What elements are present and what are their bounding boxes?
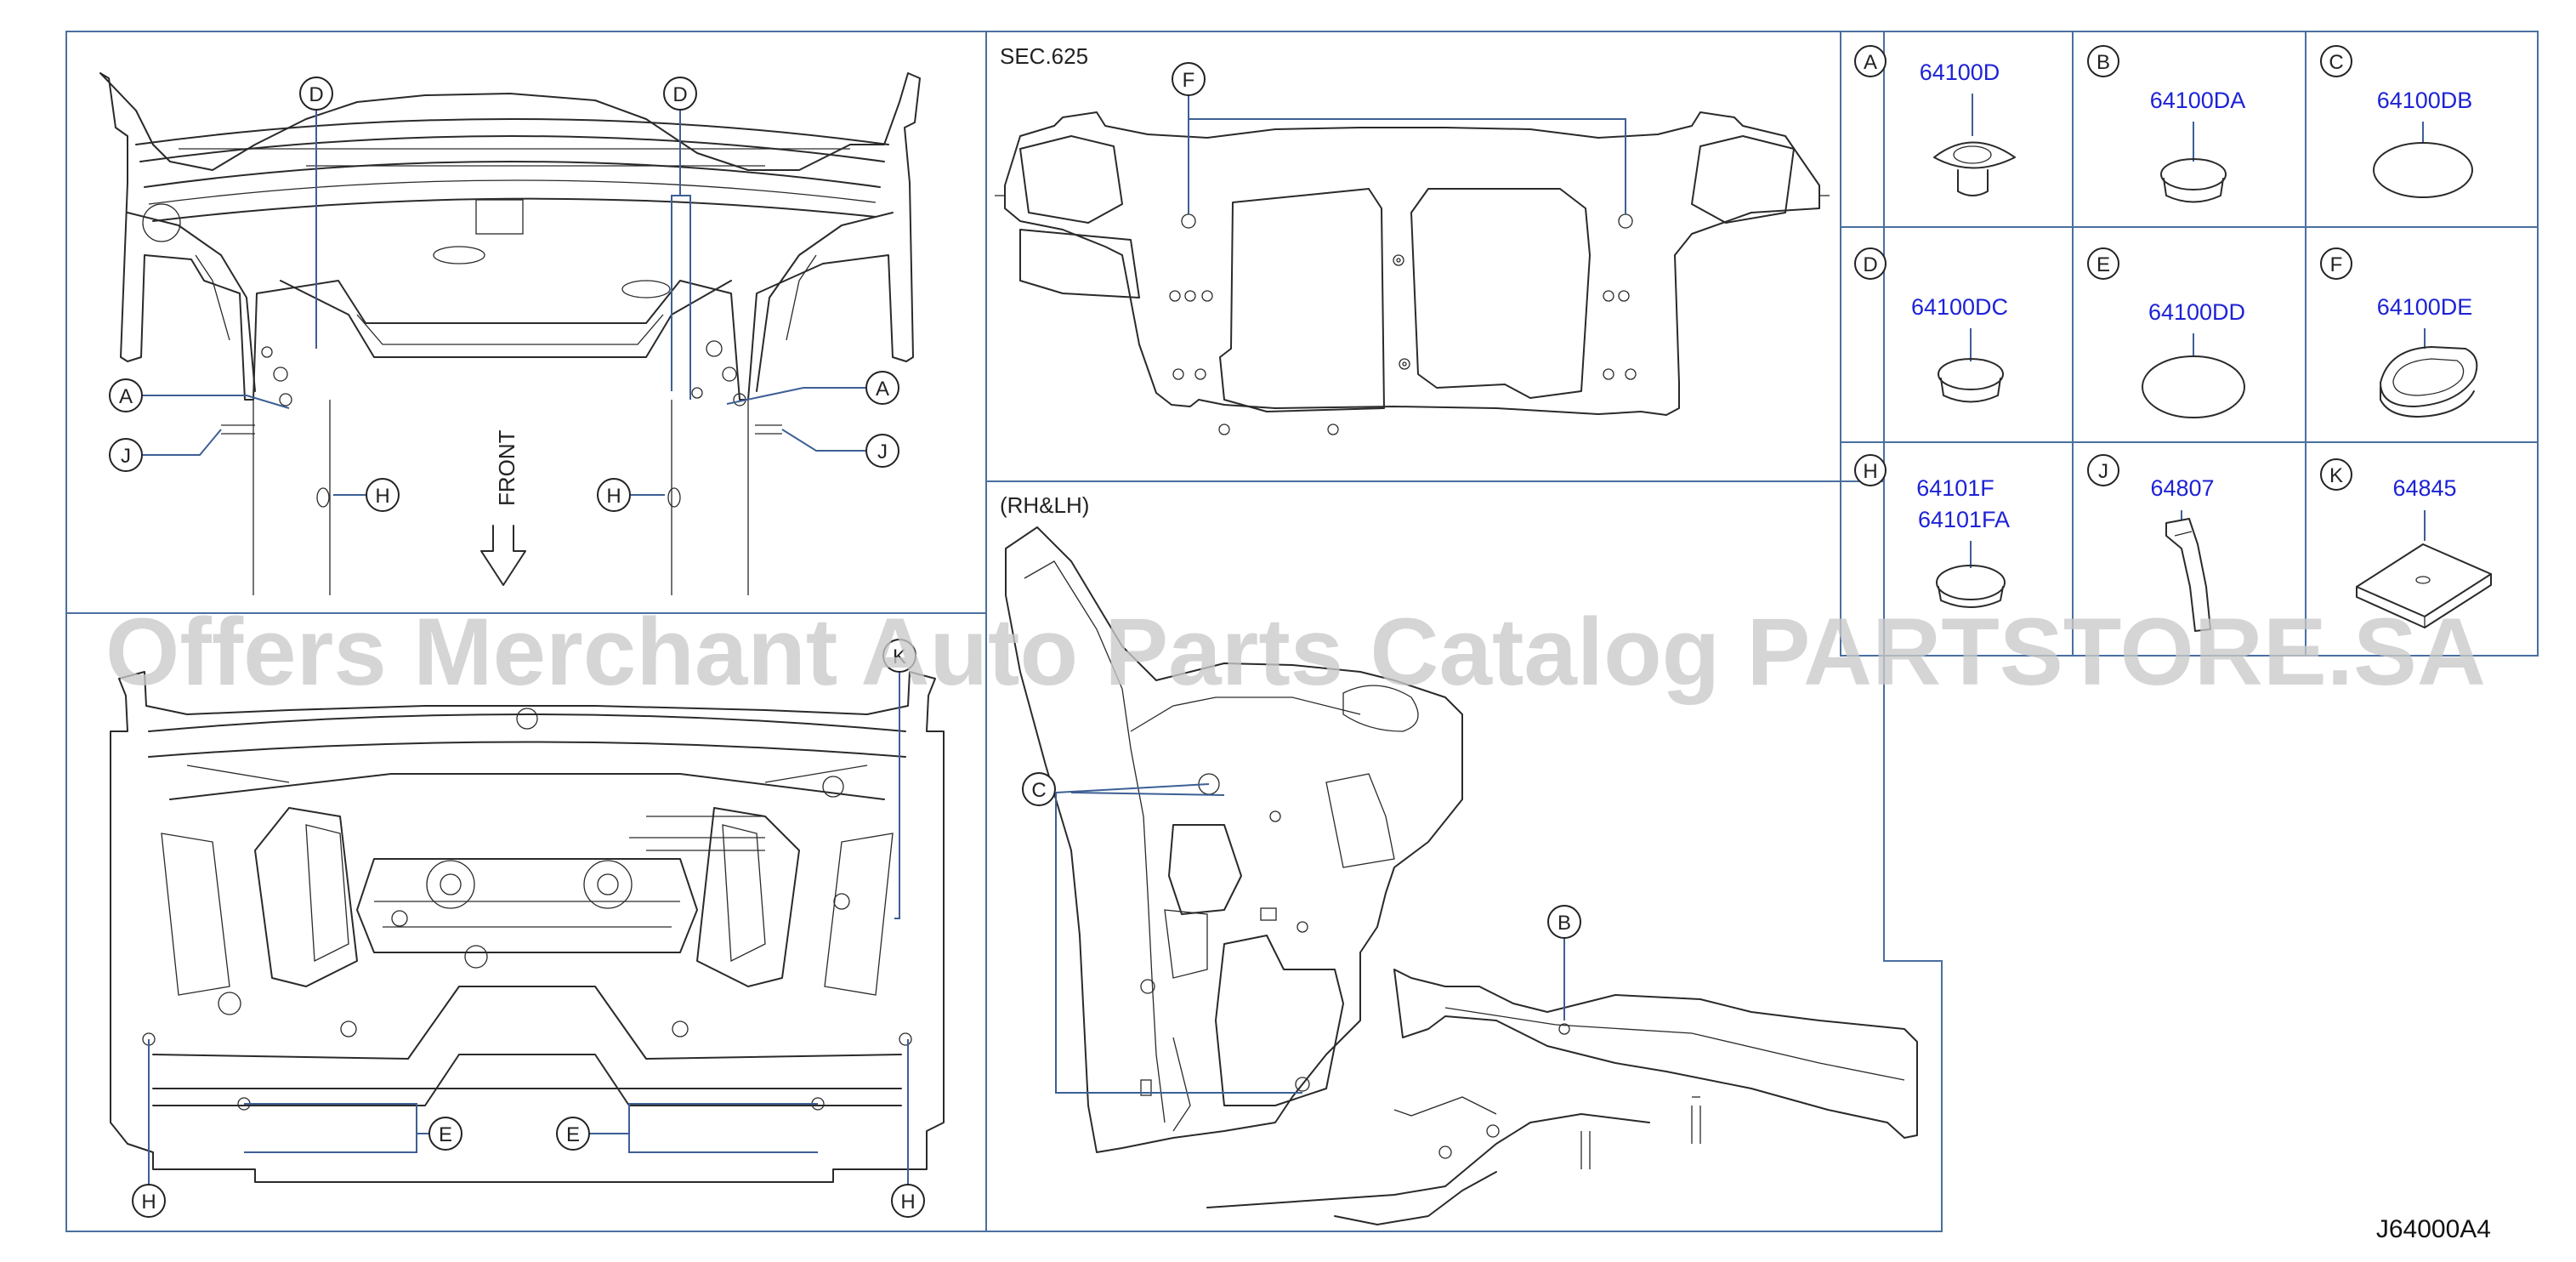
- svg-text:A: A: [1864, 51, 1877, 74]
- legend-key-j: [2087, 454, 2119, 486]
- legend-key-c: [2320, 45, 2352, 77]
- legend-key-k: [2320, 458, 2352, 491]
- svg-text:E: E: [439, 1123, 452, 1146]
- svg-text:J: J: [2098, 460, 2108, 483]
- legend-cell-e: E 64100DD: [2087, 247, 2245, 418]
- legend-key-b: [2087, 45, 2119, 77]
- part-number: 64100DD: [2148, 299, 2245, 325]
- panel3-callouts: F: [1172, 62, 1626, 214]
- svg-text:H: H: [606, 485, 621, 508]
- svg-text:K: K: [893, 645, 906, 668]
- panel2-callouts: K E E H H: [132, 639, 925, 1218]
- panel1-callouts: D D A A J J H H: [109, 77, 899, 512]
- parts-legend-table: A 64100D B 64100DA C 64100DB D: [1840, 31, 2539, 657]
- legend-key-d: [1854, 247, 1887, 280]
- legend-cell-j: J 64807: [2087, 454, 2215, 632]
- svg-text:K: K: [2329, 464, 2343, 487]
- svg-text:E: E: [566, 1123, 580, 1146]
- svg-text:H: H: [1863, 460, 1877, 483]
- svg-text:B: B: [2097, 51, 2110, 74]
- part-number: 64101FA: [1918, 507, 2010, 532]
- side-note-label: (RH&LH): [1000, 492, 1089, 518]
- part-number: 64100DC: [1911, 294, 2008, 320]
- floor-panel-drawing: [110, 671, 945, 1183]
- svg-text:F: F: [1183, 69, 1195, 92]
- side-member-drawing: [1005, 526, 1918, 1225]
- callout-a-left: [109, 378, 143, 412]
- svg-text:E: E: [2097, 253, 2110, 276]
- front-direction-arrow: FRONT: [480, 429, 526, 586]
- legend-key-a: [1854, 45, 1887, 77]
- svg-text:C: C: [1031, 779, 1046, 802]
- callout-j-right: [865, 434, 899, 468]
- part-number: 64100D: [1920, 60, 2000, 85]
- callout-k: [882, 639, 916, 673]
- callout-h-floor-left: [132, 1184, 166, 1218]
- panel-top-center-frame: [985, 31, 1885, 482]
- legend-key-h: [1854, 454, 1887, 486]
- part-number: 64100DA: [2150, 88, 2246, 113]
- part-number: 64100DE: [2377, 294, 2473, 320]
- svg-text:H: H: [141, 1191, 156, 1214]
- svg-text:H: H: [375, 485, 389, 508]
- svg-text:A: A: [119, 385, 133, 408]
- legend-cell-c: C 64100DB: [2320, 45, 2473, 198]
- svg-text:D: D: [1863, 253, 1877, 276]
- callout-j-left: [109, 438, 143, 472]
- legend-cell-a: A 64100D: [1854, 45, 2016, 196]
- callout-d-right: [663, 77, 697, 111]
- legend-cell-h: H 64101F 64101FA: [1854, 454, 2010, 608]
- section-ref-label: SEC.625: [1000, 43, 1088, 69]
- callout-d-left: [299, 77, 333, 111]
- callout-e-left: [428, 1117, 462, 1151]
- callout-a-right: [865, 371, 899, 405]
- dash-panel-upper-drawing: [99, 72, 921, 595]
- svg-text:D: D: [672, 83, 687, 106]
- svg-text:J: J: [877, 441, 888, 463]
- legend-cell-f: F 64100DE: [2320, 247, 2478, 418]
- callout-h-left: [366, 478, 400, 512]
- callout-e-right: [556, 1117, 590, 1151]
- svg-text:C: C: [2329, 51, 2343, 74]
- legend-cell-k: K 64845: [2320, 458, 2492, 628]
- callout-h-right: [597, 478, 631, 512]
- panel-bottom-center-frame: [985, 480, 1943, 1232]
- part-number: 64100DB: [2377, 88, 2473, 113]
- part-number: 64101F: [1916, 475, 1994, 501]
- svg-text:B: B: [1558, 912, 1571, 935]
- part-number: 64845: [2392, 475, 2456, 501]
- svg-text:F: F: [2330, 253, 2343, 276]
- drawing-code: J64000A4: [2376, 1215, 2491, 1243]
- svg-text:A: A: [876, 378, 889, 401]
- svg-text:H: H: [900, 1191, 915, 1214]
- legend-key-e: [2087, 247, 2119, 280]
- legend-cell-d: D 64100DC: [1854, 247, 2008, 403]
- callout-f: [1172, 62, 1206, 96]
- legend-key-f: [2320, 247, 2352, 280]
- radiator-core-support-drawing: [995, 111, 1830, 435]
- watermark-text: Offers Merchant Auto Parts Catalog PARTS…: [105, 599, 2486, 705]
- svg-text:D: D: [309, 83, 323, 106]
- legend-cell-b: B 64100DA: [2087, 45, 2246, 203]
- svg-text:J: J: [121, 445, 131, 468]
- callout-b: [1547, 905, 1581, 939]
- panel4-callouts: C B: [1022, 772, 1581, 1094]
- callout-h-floor-right: [891, 1184, 925, 1218]
- front-label: FRONT: [494, 429, 519, 506]
- part-number: 64807: [2150, 475, 2214, 501]
- callout-c: [1022, 772, 1056, 806]
